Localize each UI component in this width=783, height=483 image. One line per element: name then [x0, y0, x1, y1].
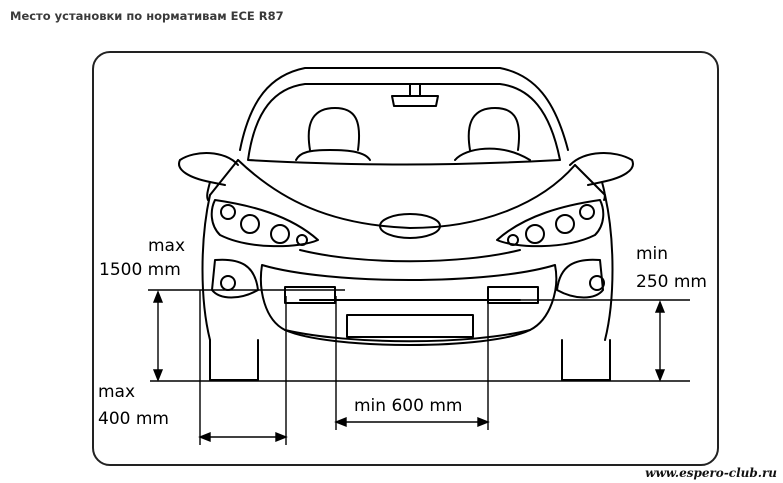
wheel-left — [209, 339, 259, 381]
min-height-word: min — [636, 244, 669, 264]
side-mirror-left — [178, 152, 239, 186]
upper-grille — [299, 249, 521, 263]
seat-right — [467, 107, 521, 151]
headlight-left — [210, 199, 319, 248]
side-mirror-right — [569, 152, 634, 186]
lower-intake — [284, 329, 531, 346]
max-height-value: 1500 mm — [99, 260, 181, 280]
car-roof-outline — [239, 67, 569, 151]
windshield — [247, 83, 561, 166]
fog-light-left — [211, 258, 259, 299]
max-edge-value: 400 mm — [98, 409, 169, 429]
headlight-right — [496, 199, 605, 248]
wheel-right — [561, 339, 611, 381]
body-left-side — [201, 194, 211, 341]
max-edge-word: max — [98, 382, 136, 402]
body-right-side — [604, 194, 614, 341]
diagram-frame — [92, 51, 719, 466]
rear-view-mirror — [391, 95, 439, 107]
lamp-right — [487, 286, 539, 304]
min-spacing-label: min 600 mm — [354, 396, 463, 416]
min-height-value: 250 mm — [636, 272, 707, 292]
emblem — [379, 213, 441, 239]
license-plate — [346, 314, 474, 338]
fog-light-right — [556, 258, 604, 299]
lamp-left — [284, 286, 336, 304]
hood — [237, 159, 576, 229]
seat-left — [307, 107, 361, 151]
max-height-word: max — [148, 236, 186, 256]
page-title: Место установки по нормативам ECE R87 — [10, 9, 284, 23]
watermark: www.espero-club.ru — [645, 466, 777, 480]
